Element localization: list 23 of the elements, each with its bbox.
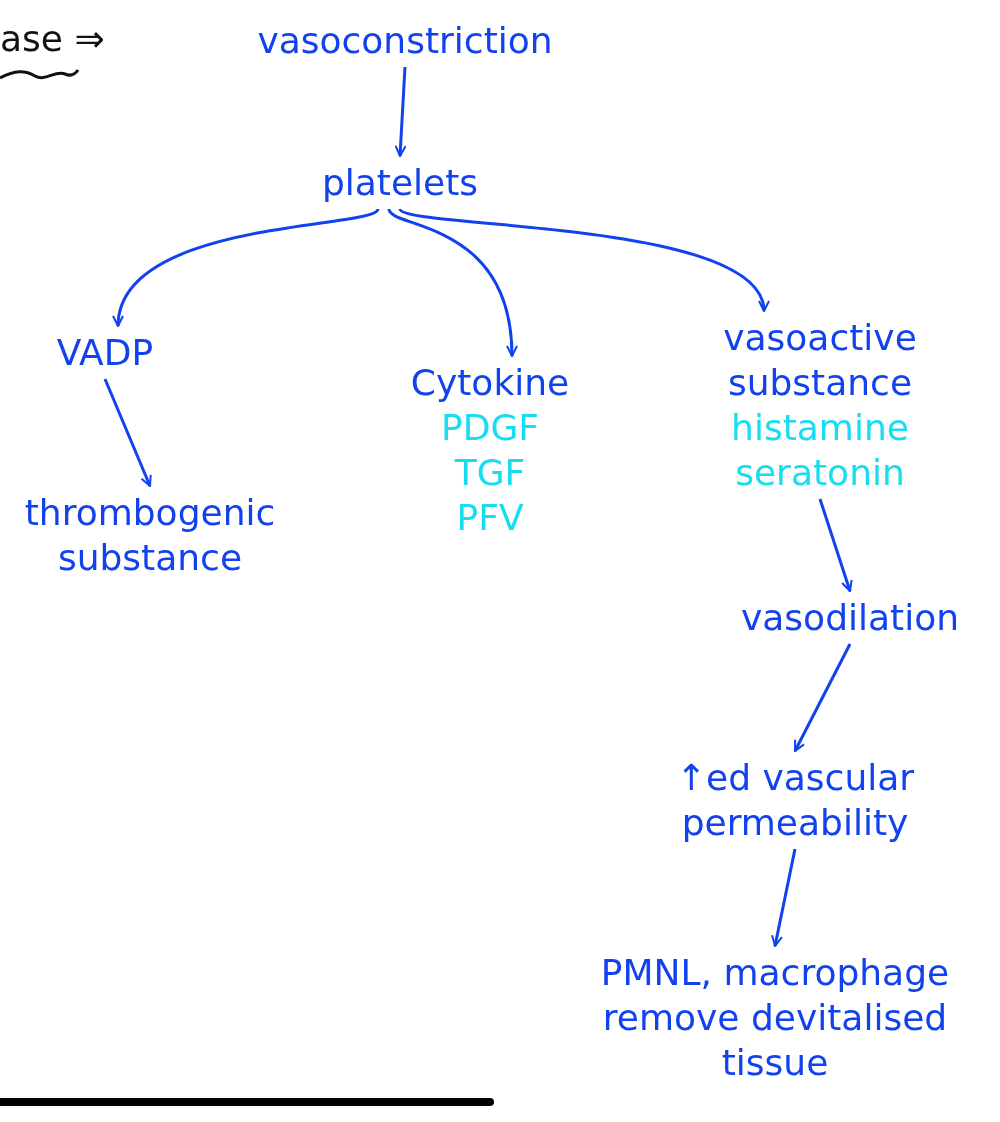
arrow bbox=[793, 643, 852, 752]
node-text: vasodilation bbox=[715, 595, 985, 640]
arrow bbox=[387, 208, 518, 357]
node-item: seratonin bbox=[734, 451, 906, 495]
node-item: histamine bbox=[730, 406, 910, 450]
arrow bbox=[103, 378, 152, 487]
node-item: TGF bbox=[453, 451, 527, 495]
node-text: VADP bbox=[40, 330, 170, 375]
arrow bbox=[394, 66, 407, 157]
node-text: thrombogenic substance bbox=[0, 490, 300, 580]
heading-label: ase ⇒ bbox=[0, 18, 105, 59]
node-item: PFV bbox=[455, 496, 525, 540]
arrow bbox=[399, 207, 767, 312]
node-text: platelets bbox=[290, 160, 510, 205]
arrow bbox=[771, 848, 797, 947]
node-item: PDGF bbox=[439, 406, 540, 450]
node-heading: vasoactive substance bbox=[722, 316, 918, 405]
node-text: PMNL, macrophage remove devitalised tissue bbox=[555, 950, 995, 1085]
arrow bbox=[114, 207, 379, 327]
node-text: vasoconstriction bbox=[190, 18, 620, 63]
node-text: ↑ed vascular permeability bbox=[630, 755, 960, 845]
arrow bbox=[818, 498, 853, 592]
node-heading: Cytokine bbox=[409, 361, 571, 405]
